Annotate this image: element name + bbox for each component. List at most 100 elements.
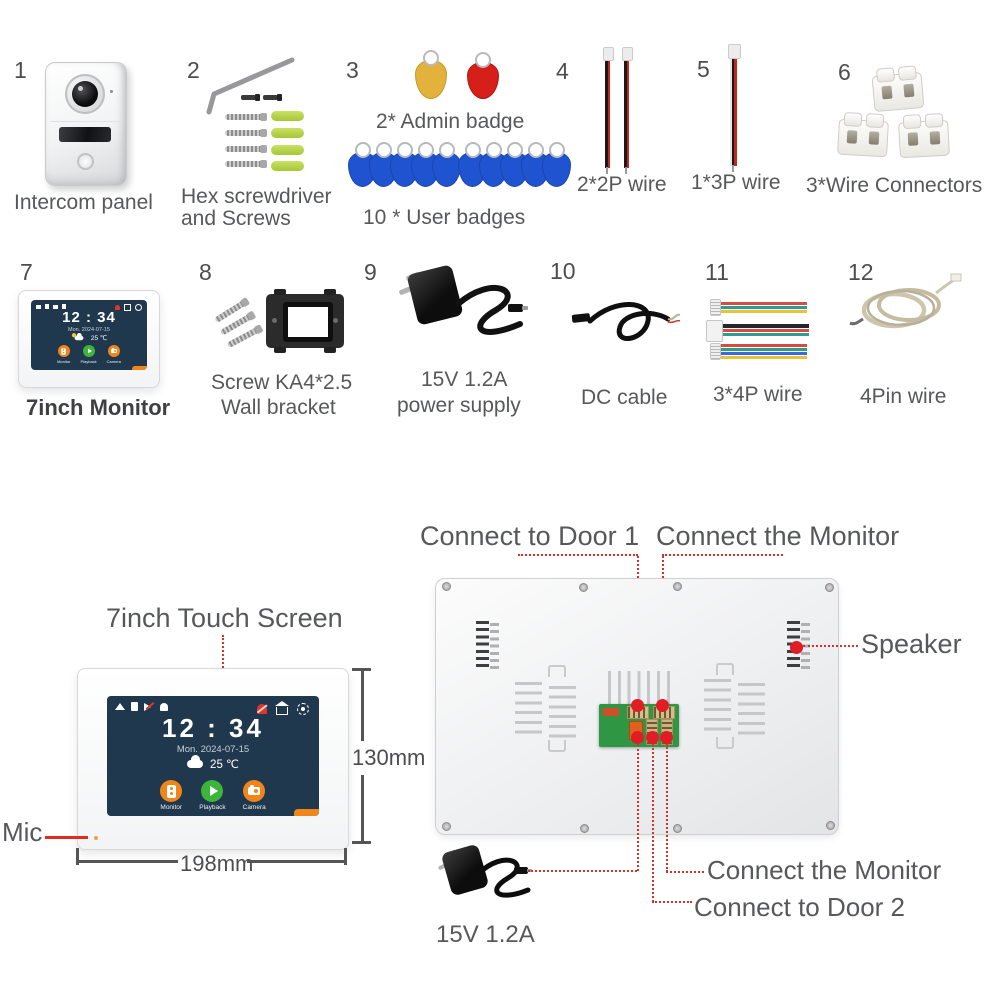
part-4-number: 4 (556, 58, 569, 84)
machine-screw-image (241, 94, 260, 101)
part-1-number: 1 (14, 57, 27, 83)
doorbell-button (77, 153, 94, 170)
leader-line (518, 554, 638, 556)
screw-image (225, 113, 267, 121)
port-marker (646, 731, 659, 744)
part-7-label: 7inch Monitor (26, 395, 171, 420)
port-marker (656, 699, 669, 712)
4pin-wire-image (849, 273, 962, 329)
monitor-front-image: 12 : 34 Mon. 2024-07-15 25 ℃ Monitor Pla… (77, 668, 349, 850)
screw-image (225, 129, 267, 137)
part-3-number: 3 (346, 57, 359, 83)
leader-line (803, 645, 858, 647)
part-9-number: 9 (364, 259, 377, 285)
mute-icon (144, 702, 155, 711)
part-5-label: 1*3P wire (691, 171, 781, 194)
part-2-number: 2 (187, 57, 200, 83)
home-icon[interactable] (275, 701, 289, 715)
camera-icon (248, 785, 261, 795)
part-8-label-line2: Wall bracket (221, 396, 336, 419)
doorbell-mic-hole (110, 90, 113, 93)
connect-door2-label: Connect to Door 2 (694, 892, 906, 922)
leader-line (222, 635, 224, 668)
mic-label: Mic (2, 817, 43, 847)
wall-anchor-image (271, 111, 304, 121)
power-supply-image (396, 260, 528, 352)
doorbell-camera-lens (72, 81, 98, 107)
wall-bracket-image (266, 289, 344, 353)
speaker-label: Speaker (861, 629, 962, 659)
speaker-marker (790, 641, 803, 654)
part-12-number: 12 (848, 259, 874, 285)
part-1-label: Intercom panel (14, 191, 153, 214)
leader-line (652, 901, 692, 903)
2p-wire-image (603, 47, 614, 174)
psu-bottom-label: 15V 1.2A (436, 921, 535, 948)
user-badge (432, 152, 461, 187)
part-8-label-line1: Screw KA4*2.5 (211, 371, 353, 394)
width-dimension-label: 198mm (180, 851, 254, 876)
dimension-cap (352, 841, 371, 844)
part-2-label-line2: and Screws (181, 207, 291, 230)
connect-door1-label: Connect to Door 1 (420, 521, 640, 551)
leader-line (652, 744, 654, 902)
part-10-number: 10 (550, 258, 576, 284)
wire-connector-image (871, 71, 925, 113)
user-badge (542, 152, 571, 187)
part-6-label: 3*Wire Connectors (806, 174, 983, 197)
leader-line (666, 871, 704, 873)
connect-monitor-top-label: Connect the Monitor (656, 521, 900, 551)
leader-line (662, 554, 783, 556)
mic-hole (94, 836, 98, 840)
mic-leader-line (45, 836, 88, 839)
intercom-panel-image (45, 62, 127, 186)
weather-icon (182, 755, 204, 768)
small-screen-time: 12 : 34 (62, 309, 116, 326)
screw-image (225, 160, 267, 168)
speaker-grille-left (476, 621, 500, 673)
wifi-icon (115, 703, 125, 710)
monitor-button[interactable]: Monitor (160, 780, 183, 811)
leader-line (666, 744, 668, 872)
monitor-small-screen: 12 : 34 Mon. 2024-07-15 25 ℃ Monitor Pla… (31, 300, 147, 370)
part-8-number: 8 (199, 259, 212, 285)
part-11-number: 11 (705, 259, 729, 285)
port-marker (660, 731, 673, 744)
3p-wire-image (728, 44, 741, 172)
part-10-label: DC cable (581, 386, 668, 409)
playback-button[interactable]: Playback (199, 780, 226, 811)
leader-line (528, 870, 637, 872)
height-dimension-label: 130mm (352, 745, 426, 770)
port-marker (631, 731, 644, 744)
4p-wire-image (706, 320, 809, 342)
port-marker (631, 699, 644, 712)
screw-image (225, 145, 267, 153)
part-2-label-line1: Hex screwdriver (181, 185, 332, 208)
part-7-number: 7 (20, 259, 33, 285)
part-5-number: 5 (697, 56, 710, 82)
camera-button[interactable]: Camera (243, 780, 266, 811)
wire-connector-image (837, 118, 889, 158)
power-supply-bottom-image (437, 840, 538, 925)
alarm-bell-icon[interactable] (257, 703, 267, 714)
admin-badge-yellow (415, 60, 447, 99)
wall-anchor-image (271, 145, 304, 155)
wall-anchor-image (271, 161, 304, 171)
4p-wire-image (710, 299, 807, 316)
dc-cable-image (571, 293, 680, 353)
touch-screen-label: 7inch Touch Screen (106, 603, 343, 633)
dimension-line (361, 670, 364, 741)
vent-block-left (515, 682, 579, 738)
weather-icon (71, 333, 84, 341)
2p-wire-image (622, 47, 633, 174)
dimension-cap (344, 848, 347, 865)
4p-wire-image (710, 343, 807, 360)
settings-gear-icon[interactable] (297, 702, 309, 715)
screen-date: Mon. 2024-07-15 (176, 744, 250, 755)
badge-reader-window (59, 127, 111, 142)
connect-monitor-bottom-label: Connect the Monitor (707, 855, 942, 885)
part-12-label: 4Pin wire (860, 385, 947, 408)
dimension-line (361, 775, 364, 842)
sd-card-icon (131, 702, 138, 711)
